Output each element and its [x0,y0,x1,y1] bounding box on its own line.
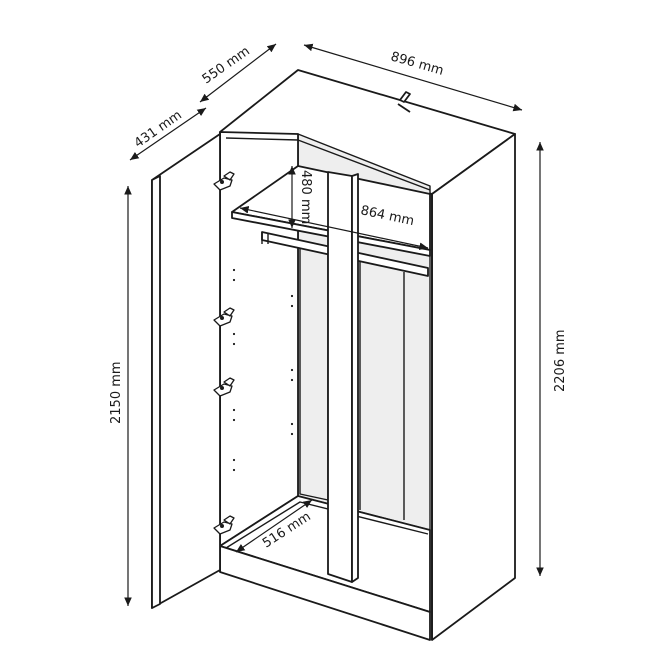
hinge-icon [213,171,235,191]
door [151,133,221,609]
hinges [213,171,235,535]
label-depth-top: 550 mm [200,44,253,87]
dimension-lines [124,43,544,606]
door-edge [151,175,161,609]
label-height-total: 2206 mm [553,329,568,392]
right-side-panel [431,133,516,641]
shelf-pin-holes [232,268,294,472]
divider-front [327,171,353,583]
hinge-icon [213,307,235,327]
center-divider [327,171,359,583]
label-width: 896 mm [389,49,445,78]
cabinet-body [219,69,516,641]
label-shelf-height: 480 mm [298,170,313,224]
inner-top-edge [225,137,431,191]
hinge-icon [213,515,235,535]
back-panel-left [299,247,329,501]
label-height-door: 2150 mm [109,361,124,424]
divider-side [351,173,359,583]
hinge-icon [213,377,235,397]
label-door-depth: 431 mm [132,108,185,151]
door-face [151,133,221,609]
